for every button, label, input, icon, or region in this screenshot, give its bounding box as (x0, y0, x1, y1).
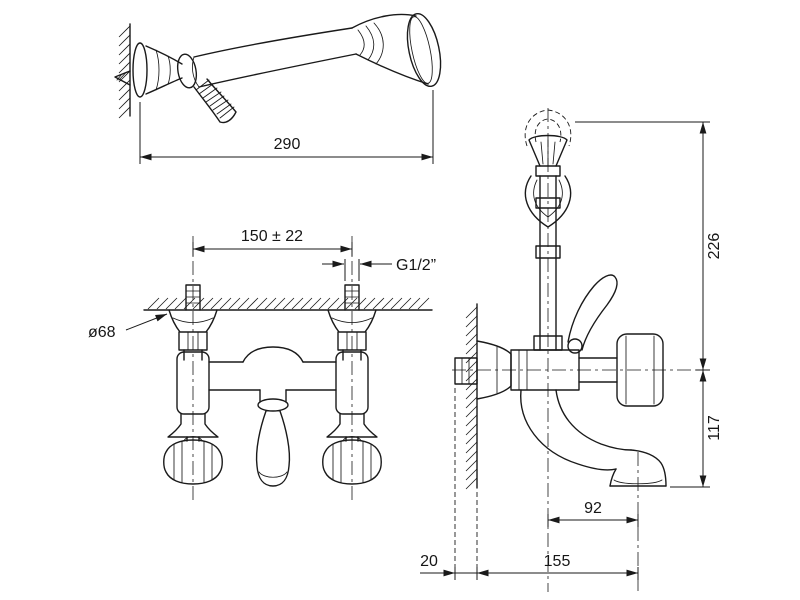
dim-20-155: 20 155 (420, 553, 639, 580)
handle-knurling (173, 441, 213, 483)
dim-150-label: 150 ± 22 (241, 228, 303, 245)
lever-ball-joint (567, 338, 583, 354)
dim-155-label: 155 (544, 553, 571, 570)
spout-outlet-left (609, 468, 617, 487)
shower-head-bottom (355, 53, 429, 85)
side-view (452, 108, 710, 592)
valve-centerlines (192, 236, 353, 500)
wall-connector (454, 357, 478, 385)
porcelain-lever (567, 274, 618, 351)
dim-20-label: 20 (420, 553, 438, 570)
dim-290: 290 (139, 90, 434, 164)
diverter-neck (259, 389, 287, 403)
wheel-stem (578, 357, 618, 383)
diverter-bell (255, 410, 291, 487)
hose-cone-outline (193, 78, 237, 124)
dim-92: 92 (547, 500, 639, 527)
dim-vertical-ticks (696, 121, 710, 488)
center-body-hump (242, 346, 304, 363)
bracket-cone (145, 45, 183, 95)
wall-hatching (118, 25, 131, 119)
dim-226-label: 226 (706, 233, 723, 260)
dim-226-117: 226 117 (575, 121, 723, 488)
bracket-ridges (155, 49, 171, 91)
bracket-cup (176, 53, 198, 89)
spout-outer-edge (520, 389, 617, 471)
riser-pipe (539, 175, 557, 351)
front-view (143, 236, 433, 500)
dim-92-label: 92 (584, 500, 602, 517)
supply-pipe (185, 284, 201, 311)
shower-grip (193, 27, 357, 88)
bracket-flange (132, 42, 148, 98)
dim-thread-extensions (344, 259, 360, 281)
dim-117-label: 117 (706, 415, 723, 441)
side-wall-hatching (465, 306, 478, 490)
shower-grip-endcap (191, 56, 200, 88)
wall-screw-threads (116, 72, 127, 81)
diameter-label: ø68 (88, 324, 116, 341)
dim-150-ticks (192, 242, 353, 256)
wall-connector-facets (461, 357, 470, 385)
diverter-bell-rim (258, 410, 288, 478)
dim-150: 150 ± 22 (192, 228, 353, 256)
diameter-leader-line (125, 313, 168, 331)
dim-diameter: ø68 (88, 313, 168, 341)
thread-size-label: G1/2” (396, 257, 436, 274)
dim-vertical-extensions (575, 121, 708, 488)
union-nut-facets (187, 331, 199, 351)
dim-bottom-ticks (454, 567, 639, 580)
shower-head-face (406, 12, 442, 88)
hose-ribs (195, 79, 235, 119)
mounting-wall-hatching (147, 297, 430, 310)
diverter-ring (257, 398, 289, 412)
hand-shower-view (114, 12, 442, 124)
dim-thread: G1/2” (322, 257, 436, 281)
dim-92-ticks (547, 514, 639, 527)
shower-head-ridges (357, 22, 384, 65)
shower-head-top (351, 13, 417, 29)
spout-inner-edge (555, 389, 632, 451)
depth-extension-lines (454, 388, 478, 578)
spout-outlet-right (630, 449, 667, 487)
dim-290-label: 290 (274, 136, 301, 153)
shower-head-face-inner (409, 16, 433, 84)
